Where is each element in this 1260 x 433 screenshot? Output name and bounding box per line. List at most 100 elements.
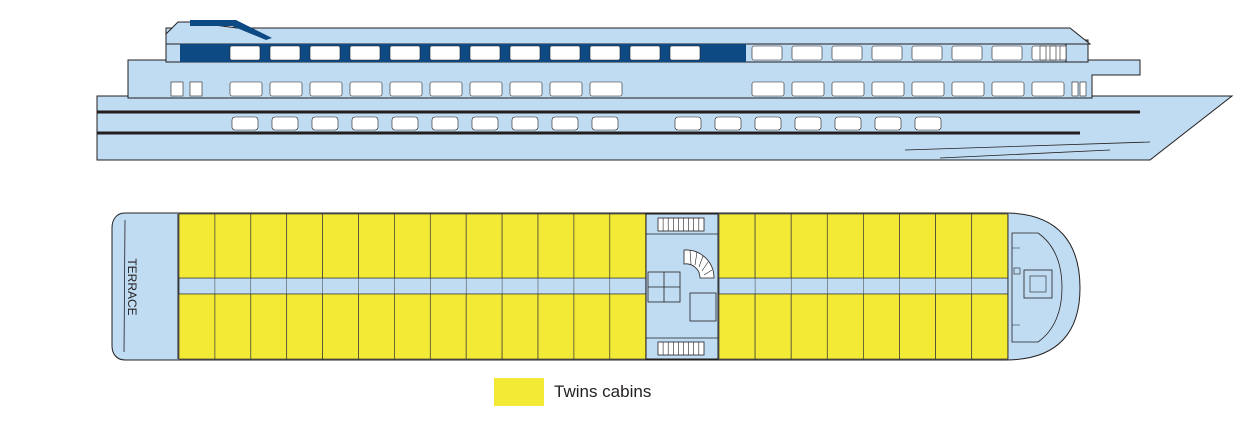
- porthole: [834, 116, 862, 131]
- twin-cabin: [718, 213, 756, 279]
- upper-window: [469, 45, 501, 61]
- central-lobby: [645, 213, 719, 360]
- twin-cabin: [754, 213, 792, 279]
- legend-swatch-twins: [494, 378, 544, 406]
- twin-cabin: [573, 213, 611, 279]
- cabins-aft: [178, 213, 647, 360]
- twin-cabin: [429, 213, 467, 279]
- porthole: [551, 116, 579, 131]
- stairs-top: [657, 217, 705, 232]
- twin-cabin: [790, 213, 828, 279]
- hull-lower: [96, 95, 1234, 161]
- cabins-forward: [718, 213, 1009, 360]
- twin-cabin: [609, 293, 647, 360]
- porthole: [351, 116, 379, 131]
- twin-cabin: [250, 293, 288, 360]
- twin-cabin: [250, 213, 288, 279]
- porthole: [511, 116, 539, 131]
- corridor: [178, 277, 647, 295]
- twin-cabin: [394, 293, 431, 360]
- twin-cabin: [935, 293, 973, 360]
- twin-cabin: [214, 213, 252, 279]
- middle-window: [791, 81, 825, 97]
- twin-cabin: [863, 293, 900, 360]
- bow-detail: [904, 141, 1151, 159]
- twin-cabin: [718, 293, 756, 360]
- twin-cabin: [754, 293, 792, 360]
- twin-cabin: [178, 213, 216, 279]
- wheelhouse: [1023, 269, 1053, 299]
- porthole: [674, 116, 702, 131]
- terrace-label: TERRACE: [125, 258, 139, 315]
- twin-cabin: [465, 213, 503, 279]
- upper-window: [991, 45, 1023, 61]
- twin-cabin: [573, 293, 611, 360]
- porthole: [231, 116, 259, 131]
- lobby-desk: [689, 292, 717, 322]
- upper-window: [229, 45, 261, 61]
- twin-cabin: [899, 293, 936, 360]
- middle-window: [549, 81, 583, 97]
- upper-window: [871, 45, 903, 61]
- ship-side-profile: [96, 20, 1234, 161]
- upper-window: [549, 45, 581, 61]
- twin-cabin: [286, 213, 323, 279]
- twin-cabin: [178, 293, 216, 360]
- middle-window: [831, 81, 865, 97]
- legend-label-twins: Twins cabins: [554, 382, 652, 401]
- twin-cabin: [971, 293, 1009, 360]
- upper-deck-windows: [229, 45, 1067, 61]
- stair-treads: [662, 218, 700, 355]
- terrace-inner: [123, 219, 126, 353]
- middle-window-small: [170, 81, 184, 97]
- twin-cabin: [790, 293, 828, 360]
- middle-window: [509, 81, 543, 97]
- upper-window: [309, 45, 341, 61]
- porthole: [591, 116, 619, 131]
- middle-window: [389, 81, 423, 97]
- upper-window: [629, 45, 661, 61]
- upper-window: [911, 45, 943, 61]
- middle-window: [991, 81, 1025, 97]
- porthole: [311, 116, 339, 131]
- middle-window: [269, 81, 303, 97]
- twin-cabin: [465, 293, 503, 360]
- upper-window-small: [1039, 45, 1047, 61]
- upper-window: [751, 45, 783, 61]
- upper-window-small: [1059, 45, 1067, 61]
- twin-cabin: [971, 213, 1009, 279]
- upper-window: [389, 45, 421, 61]
- lower-deck-portholes: [231, 116, 942, 131]
- middle-window-small: [189, 81, 203, 97]
- upper-window: [509, 45, 541, 61]
- twin-cabin: [429, 293, 467, 360]
- twin-cabin: [935, 213, 973, 279]
- upper-window: [429, 45, 461, 61]
- legend: Twins cabins: [494, 378, 651, 406]
- upper-window: [831, 45, 863, 61]
- deck-plan: TERRACE: [111, 212, 1081, 361]
- twin-cabin: [322, 213, 359, 279]
- upper-deck-window-band: [180, 44, 746, 62]
- twin-cabin: [286, 293, 323, 360]
- stairs-bottom: [657, 341, 705, 356]
- twin-cabin: [358, 293, 395, 360]
- upper-window: [1031, 45, 1063, 61]
- middle-window: [349, 81, 383, 97]
- porthole: [431, 116, 459, 131]
- middle-window-small: [1071, 81, 1079, 97]
- twin-cabin: [899, 213, 936, 279]
- twin-cabin: [501, 213, 539, 279]
- middle-window: [871, 81, 905, 97]
- twin-cabin: [358, 213, 395, 279]
- upper-window: [951, 45, 983, 61]
- upper-window-small: [1049, 45, 1057, 61]
- middle-window: [751, 81, 785, 97]
- middle-window: [589, 81, 623, 97]
- middle-deck-windows: [170, 81, 1087, 97]
- roof-stripe: [190, 20, 272, 40]
- upper-window: [269, 45, 301, 61]
- twin-cabin: [826, 213, 864, 279]
